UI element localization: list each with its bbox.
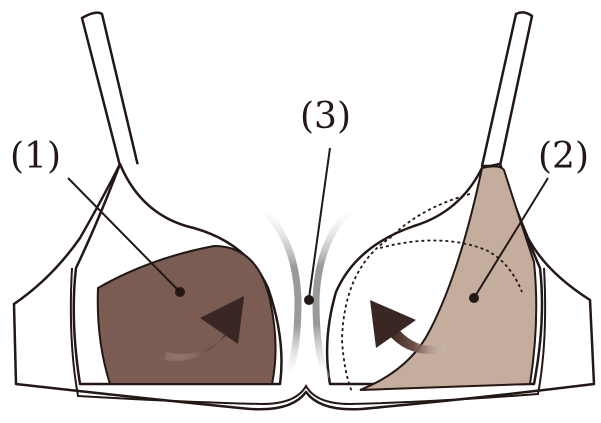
label-3: (3) [300, 96, 351, 137]
right-strap [482, 12, 532, 166]
label-1: (1) [10, 136, 61, 177]
label-2: (2) [538, 136, 589, 177]
dot-3 [304, 295, 314, 305]
dot-2 [469, 293, 479, 303]
left-strap [82, 13, 138, 166]
dot-1 [175, 287, 185, 297]
